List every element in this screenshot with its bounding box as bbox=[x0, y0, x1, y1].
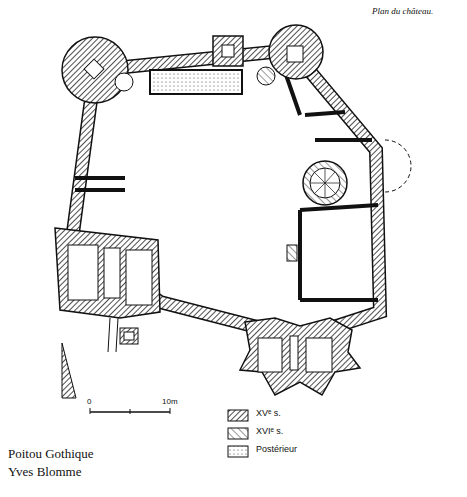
legend-text: XVᵉ s. bbox=[256, 408, 281, 418]
legend-swatch bbox=[228, 410, 248, 421]
source-caption: Poitou Gothique bbox=[8, 446, 94, 462]
source-caption: Yves Blomme bbox=[8, 464, 81, 480]
legend-text: Postérieur bbox=[256, 444, 297, 454]
legend-swatch bbox=[228, 428, 248, 439]
legend-text: XVIᵉ s. bbox=[256, 426, 283, 436]
scale-mark: 10m bbox=[162, 397, 178, 406]
legend-swatch bbox=[228, 446, 248, 457]
plan-title: Plan du château. bbox=[372, 6, 433, 16]
scale-mark: 0 bbox=[87, 397, 91, 406]
